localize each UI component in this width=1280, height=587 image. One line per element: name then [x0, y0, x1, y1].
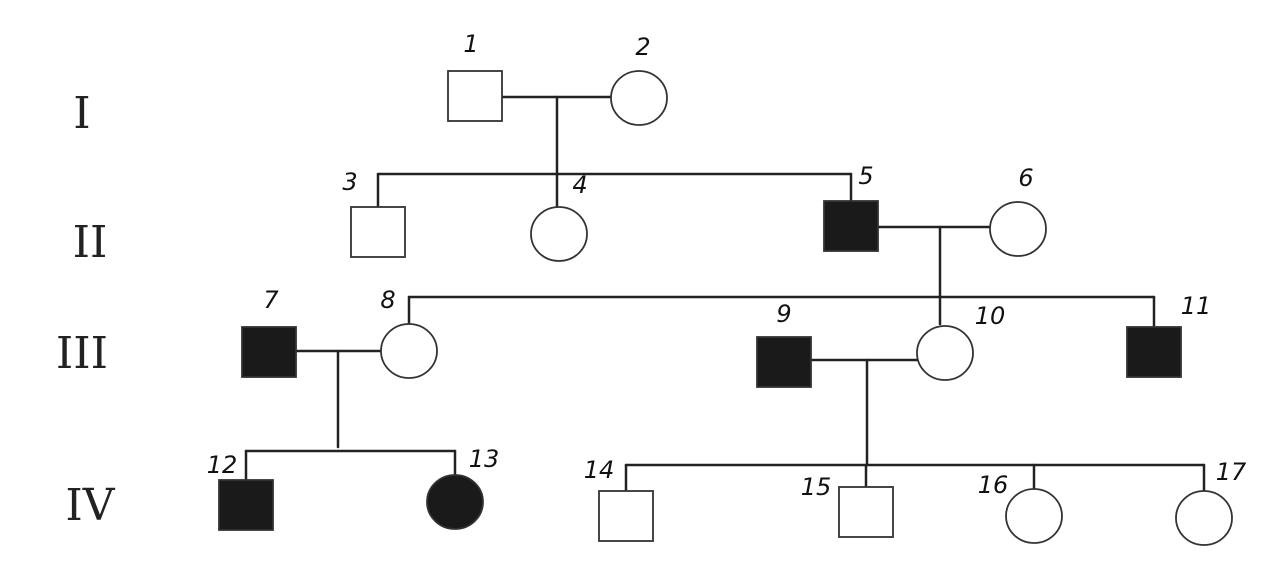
individual-number-label: 1 — [463, 30, 478, 58]
individual-7-affected-male — [241, 326, 297, 378]
individual-number-label: 10 — [975, 302, 1006, 330]
generation-label: III — [56, 328, 108, 379]
individual-number-label: 11 — [1181, 292, 1212, 320]
individual-14-male — [598, 490, 654, 542]
individual-number-label: 4 — [572, 171, 587, 199]
individual-15-male — [838, 486, 894, 538]
generation-label: IV — [65, 480, 115, 531]
individual-16-female — [1005, 488, 1063, 544]
individual-number-label: 9 — [776, 300, 791, 328]
individual-4-female — [530, 206, 588, 262]
individual-1-male — [447, 70, 503, 122]
individual-number-label: 2 — [635, 33, 650, 61]
individual-6-female — [989, 201, 1047, 257]
individual-12-affected-male — [218, 479, 274, 531]
individual-number-label: 17 — [1216, 458, 1247, 486]
individual-5-affected-male — [823, 200, 879, 252]
individuals — [218, 70, 1233, 546]
individual-number-label: 14 — [584, 456, 615, 484]
relationship-lines — [244, 95, 1206, 495]
individual-9-affected-male — [756, 336, 812, 388]
individual-2-female — [610, 70, 668, 126]
individual-number-label: 3 — [342, 168, 357, 196]
individual-number-label: 16 — [978, 471, 1009, 499]
individual-13-affected-female — [426, 474, 484, 530]
individual-3-male — [350, 206, 406, 258]
individual-number-label: 8 — [380, 286, 395, 314]
generation-label: II — [73, 217, 108, 268]
individual-17-female — [1175, 490, 1233, 546]
individual-10-female — [916, 325, 974, 381]
individual-number-label: 12 — [207, 451, 238, 479]
individual-number-label: 6 — [1018, 164, 1033, 192]
individual-number-label: 13 — [469, 445, 500, 473]
individual-number-label: 15 — [801, 473, 832, 501]
individual-number-label: 7 — [263, 286, 279, 314]
individual-11-affected-male — [1126, 326, 1182, 378]
individual-8-female — [380, 323, 438, 379]
generation-label: I — [73, 88, 90, 139]
individual-number-label: 5 — [858, 162, 873, 190]
